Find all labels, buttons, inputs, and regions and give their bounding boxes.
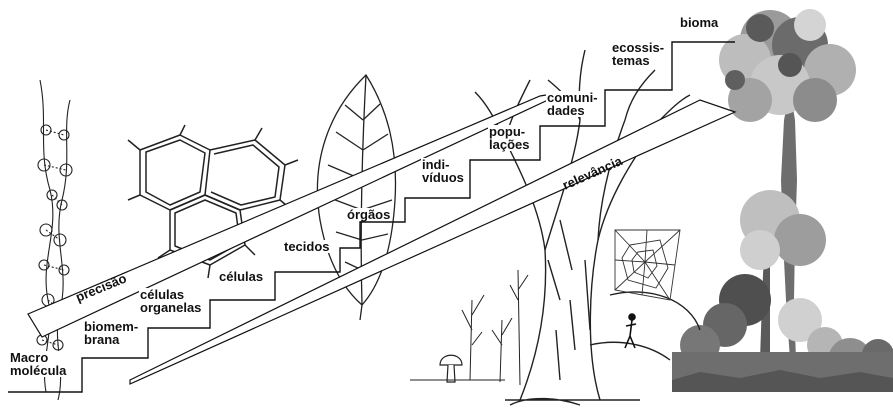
level-tissues: tecidos [283, 240, 331, 253]
level-cells: células [218, 270, 264, 283]
level-individuals: indi- víduos [421, 158, 465, 184]
level-biome: bioma [679, 16, 719, 29]
level-ecosystems-line-2: temas [612, 54, 664, 67]
spider-web-icon [615, 230, 680, 300]
level-individuals-line-2: víduos [422, 171, 464, 184]
level-cells-organelles-line-2: organelas [140, 301, 201, 314]
level-communities: comuni- dades [546, 91, 599, 117]
level-biomembrane: biomem- brana [83, 320, 139, 346]
forest-icon [672, 9, 893, 392]
level-populations: popu- lações [488, 125, 530, 151]
level-biome-line-1: bioma [680, 16, 718, 29]
shrub-icon [410, 270, 528, 385]
figure-icon [625, 314, 636, 348]
level-cells-line-1: células [219, 270, 263, 283]
level-ecosystems: ecossis- temas [611, 41, 665, 67]
level-macromolecule-line-2: molécula [10, 364, 66, 377]
level-macromolecule: Macro molécula [9, 351, 67, 377]
level-tissues-line-1: tecidos [284, 240, 330, 253]
mushroom-icon [440, 355, 462, 382]
level-cells-organelles: células organelas [139, 288, 202, 314]
level-biomembrane-line-2: brana [84, 333, 138, 346]
level-organs-line-1: órgãos [347, 208, 390, 221]
level-populations-line-2: lações [489, 138, 529, 151]
level-communities-line-2: dades [547, 104, 598, 117]
level-organs: órgãos [346, 208, 391, 221]
